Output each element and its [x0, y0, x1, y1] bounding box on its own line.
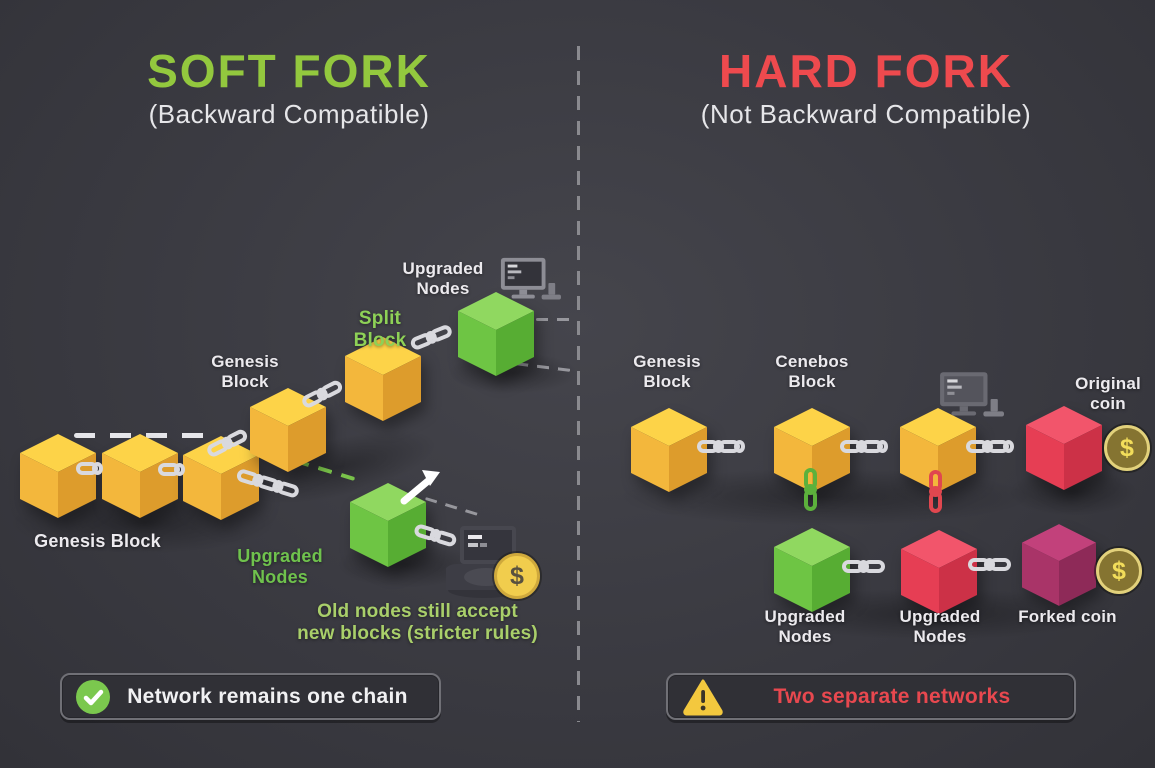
warning-icon	[683, 679, 723, 715]
dashed-line-to-divider	[536, 318, 578, 321]
block-genesis-2	[102, 434, 178, 518]
dollar-coin-icon: $	[494, 553, 540, 599]
label-line: Cenebos	[775, 352, 849, 371]
chain-link-segment	[92, 462, 103, 475]
label-line: Old nodes still accept	[317, 601, 518, 622]
block-original-coin	[1026, 406, 1102, 490]
block-genesis-upper	[250, 388, 326, 472]
label-line: Upgraded	[764, 607, 846, 626]
forked-coin-icon: $	[1096, 548, 1142, 594]
label-forked-coin: Forked coin	[1005, 607, 1130, 627]
label-line: Split Block	[353, 308, 407, 352]
chain-link	[968, 558, 1011, 571]
block-genesis-3	[183, 436, 259, 520]
block-cenebos	[774, 408, 850, 492]
label-line: Nodes	[778, 627, 832, 647]
label-upgraded-nodes-top: Upgraded Nodes	[398, 259, 488, 299]
label-line: Nodes	[913, 627, 967, 647]
soft-fork-title: SOFT FORK	[147, 45, 431, 97]
label-line: Block	[221, 372, 269, 392]
chain-link-segment	[929, 491, 942, 513]
check-icon	[76, 679, 110, 714]
chain-link	[76, 462, 103, 475]
label-upgraded-nodes-right-2: Upgraded Nodes	[895, 607, 985, 647]
arrow-up-right-icon	[400, 470, 440, 505]
dollar-symbol: $	[1120, 433, 1134, 462]
block-split	[345, 337, 421, 421]
hard-fork-result-banner: Two separate networks	[666, 673, 1076, 720]
hard-fork-title: HARD FORK	[719, 45, 1013, 97]
block-upgraded-green	[774, 528, 850, 612]
chain-link-segment	[989, 558, 1011, 571]
label-old-nodes-note: Old nodes still accept new blocks (stric…	[280, 601, 555, 646]
block-upgraded-top	[458, 292, 534, 376]
desktop-computer-icon	[940, 372, 1004, 417]
chain-link-green	[804, 468, 817, 511]
chain-link-segment	[804, 489, 817, 511]
label-line: Genesis	[633, 352, 701, 371]
chain-link	[697, 440, 745, 453]
chain-link	[842, 560, 885, 573]
label-upgraded-nodes-right-1: Upgraded Nodes	[760, 607, 850, 647]
label-line: Block	[788, 372, 836, 392]
dollar-symbol: $	[1112, 556, 1126, 585]
label-line: Block	[643, 372, 691, 392]
block-genesis-right	[631, 408, 707, 492]
chain-link-segment	[863, 560, 885, 573]
label-genesis-block-row: Genesis Block	[20, 531, 175, 552]
label-line: Nodes	[251, 567, 308, 588]
soft-fork-subtitle: (Backward Compatible)	[148, 99, 430, 129]
label-line: Forked coin	[1018, 607, 1117, 626]
panel-divider-dashed-line	[577, 46, 580, 722]
chain-link-segment	[877, 440, 888, 453]
block-upgraded-red	[901, 530, 977, 614]
label-line: Upgraded	[899, 607, 981, 626]
chain-link-red	[929, 470, 942, 513]
label-genesis-block-right: Genesis Block	[622, 352, 712, 392]
label-original-coin: Original coin	[1063, 374, 1153, 414]
original-coin-icon: $	[1104, 425, 1150, 471]
chain-link	[840, 440, 888, 453]
label-split-block: Split Block	[330, 308, 430, 353]
hard-fork-result-text: Two separate networks	[773, 684, 1011, 708]
label-line: Original	[1075, 374, 1141, 393]
label-line: Nodes	[416, 279, 470, 299]
label-genesis-block-upper: Genesis Block	[200, 352, 290, 392]
dollar-symbol: $	[510, 561, 524, 590]
block-upgraded-bottom	[350, 483, 426, 567]
label-line: Upgraded	[237, 546, 323, 566]
chain-link-segment	[734, 440, 745, 453]
chain-link	[158, 463, 185, 476]
label-cenebos-block: Cenebos Block	[767, 352, 857, 392]
soft-fork-result-banner: Network remains one chain	[60, 673, 441, 720]
label-line: Genesis Block	[34, 531, 161, 551]
label-line: new blocks (stricter rules)	[297, 623, 538, 645]
label-line: Upgraded	[402, 259, 484, 278]
label-line: coin	[1090, 394, 1126, 414]
label-line: Genesis	[211, 352, 279, 371]
block-genesis-1	[20, 434, 96, 518]
chain-link	[966, 440, 1014, 453]
chain-link-segment	[428, 323, 454, 344]
chain-link-segment	[1003, 440, 1014, 453]
hard-fork-subtitle: (Not Backward Compatible)	[700, 99, 1032, 129]
chain-link-segment	[174, 463, 185, 476]
block-forked-coin	[1022, 524, 1096, 606]
soft-fork-result-text: Network remains one chain	[127, 684, 408, 708]
label-upgraded-nodes-bottom: Upgraded Nodes	[234, 546, 326, 588]
desktop-computer-icon	[500, 257, 561, 300]
